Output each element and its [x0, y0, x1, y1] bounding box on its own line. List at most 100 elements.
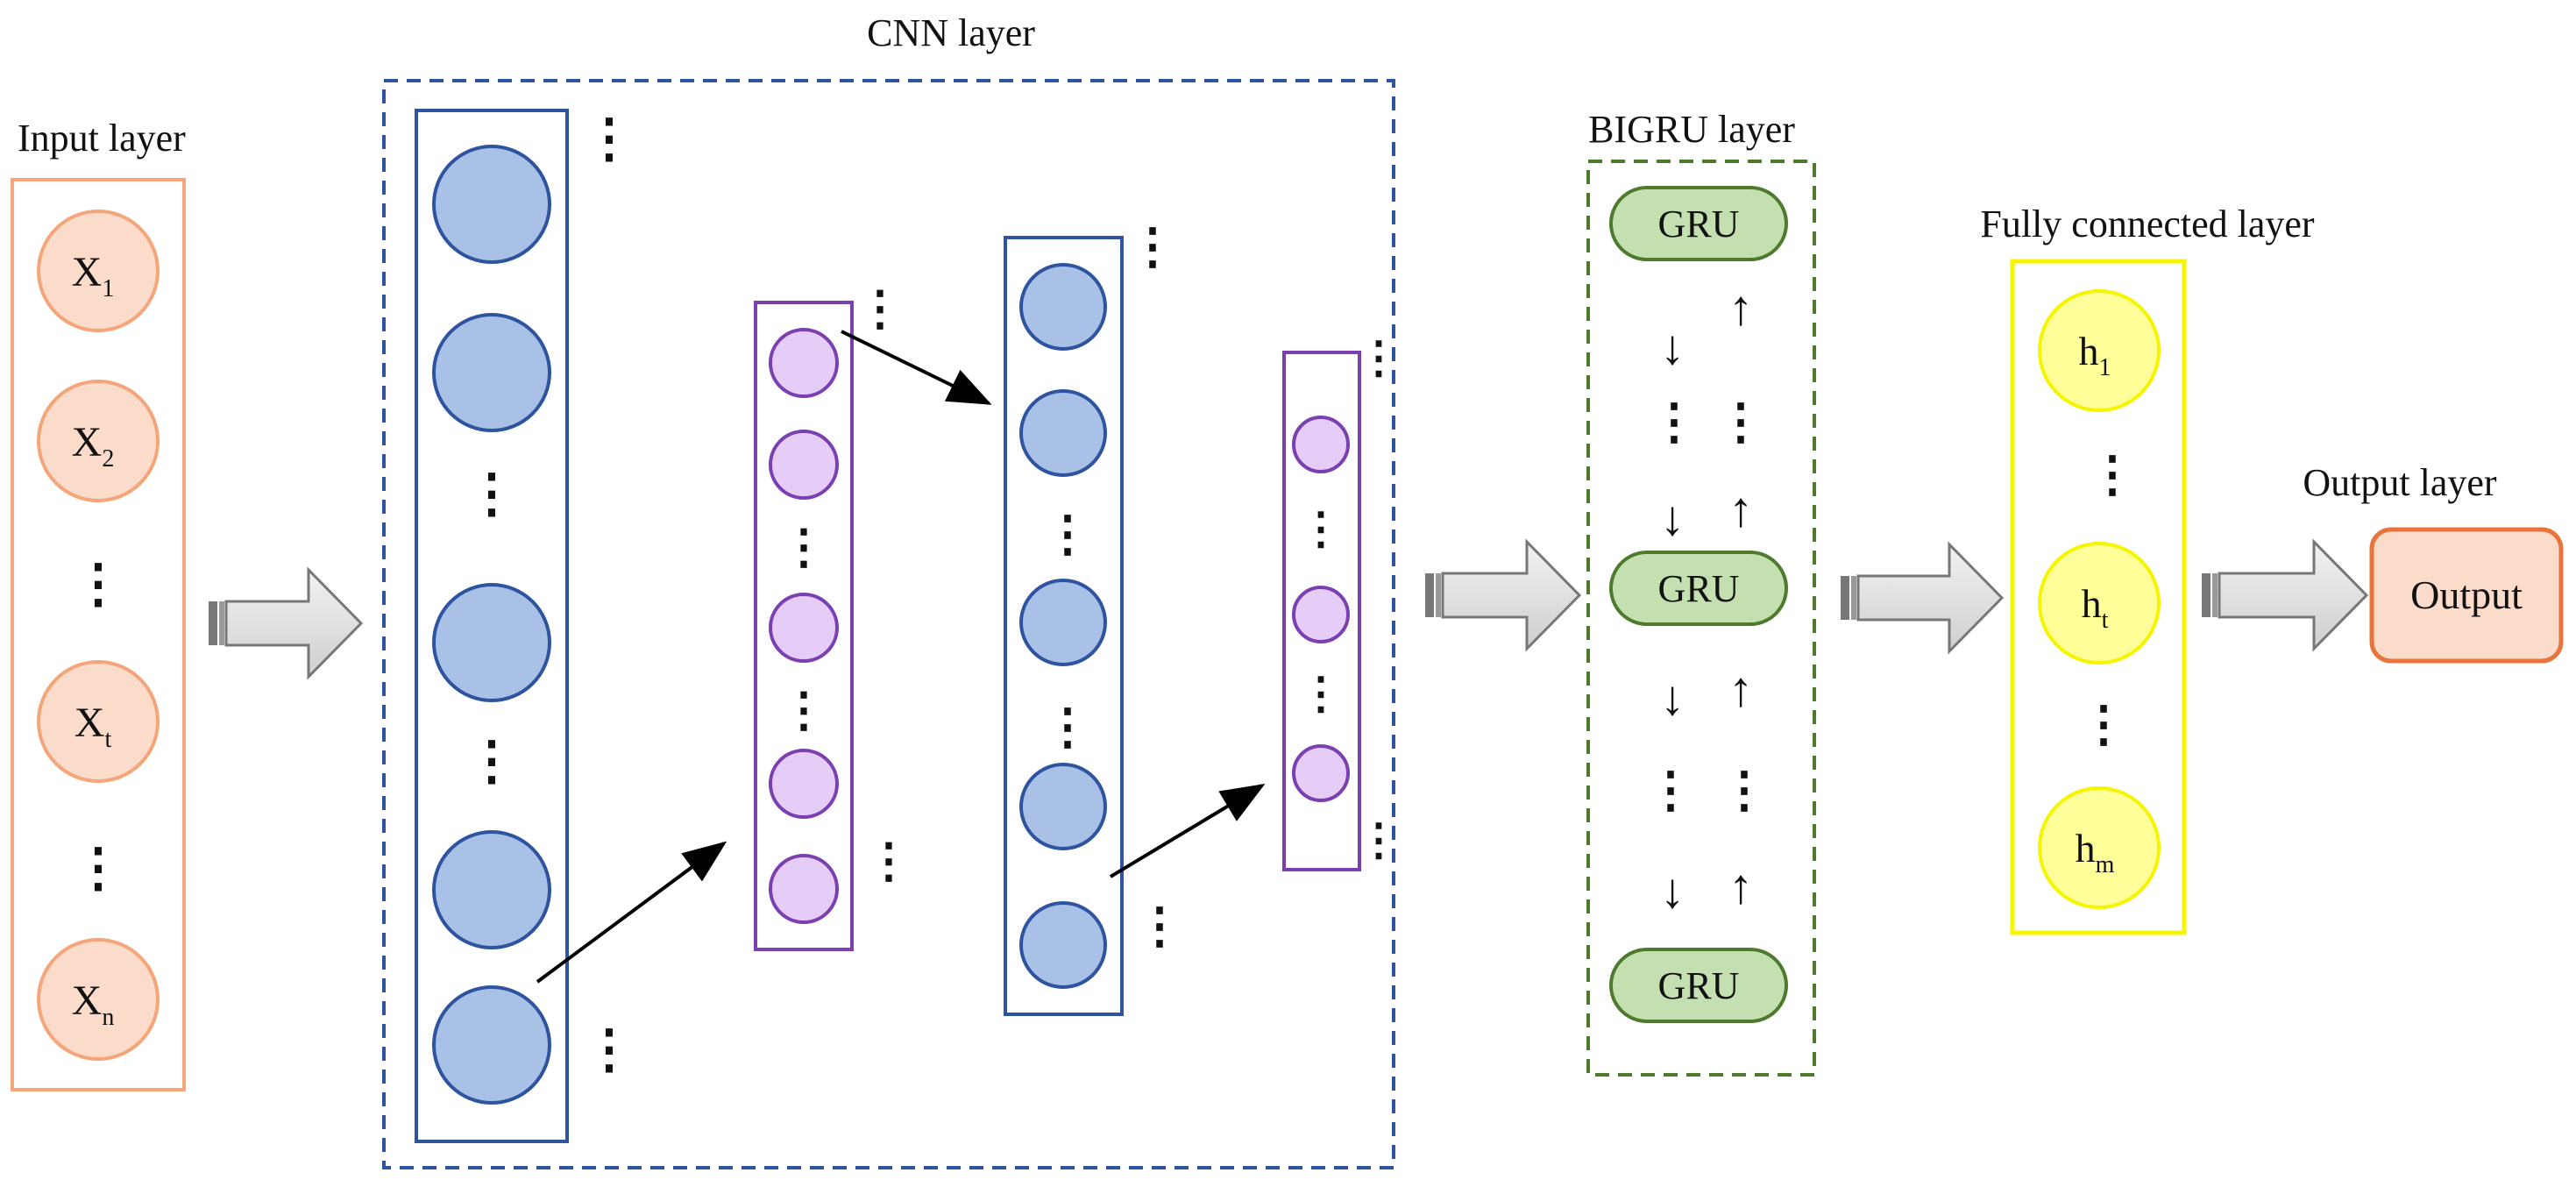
gru-forward-arrow: ↓ — [1660, 864, 1685, 919]
bigru-layer-label: BIGRU layer — [1588, 108, 1795, 151]
gru-backward-ellipsis: ⋮ — [1716, 395, 1765, 450]
cnn-conv1-neuron — [432, 145, 551, 264]
cnn-conv2-ellipsis: ⋮ — [1043, 700, 1092, 755]
output-node-label: Output — [2410, 572, 2523, 617]
cnn-layer-box — [382, 79, 1395, 1169]
cnn-pool2-neuron — [1292, 416, 1350, 473]
input-node-n: Xn — [37, 938, 160, 1061]
input-node-2: X2 — [37, 380, 160, 502]
svg-text:hm: hm — [2076, 826, 2115, 878]
cnn-pool2-depth-ellipsis: ⋮ — [1357, 333, 1401, 382]
fc-ellipsis-2: ⋮ — [2079, 698, 2128, 752]
gru-backward-ellipsis: ⋮ — [1720, 764, 1769, 818]
fc-node-m: hm — [2038, 786, 2161, 909]
cnn-conv2-neuron — [1019, 763, 1107, 850]
cnn-pool1-ellipsis: ⋮ — [780, 521, 827, 573]
svg-text:X2: X2 — [72, 419, 115, 473]
cnn-conv1-ellipsis: ⋮ — [465, 465, 518, 522]
gru-forward-ellipsis: ⋮ — [1650, 395, 1699, 450]
gru-cell-1: GRU — [1609, 186, 1788, 261]
cnn-pool1-column — [754, 301, 854, 951]
gru-cell-3: GRU — [1609, 948, 1788, 1023]
output-node: Output — [2369, 527, 2564, 664]
cnn-conv2-neuron — [1019, 389, 1107, 477]
fc-node-m-sub: m — [2096, 851, 2115, 878]
input-node-2-base: X — [72, 419, 103, 466]
gru-forward-arrow: ↓ — [1660, 672, 1685, 726]
gru-cell-2: GRU — [1609, 551, 1788, 626]
cnn-pool1-depth-ellipsis: ⋮ — [865, 835, 912, 887]
gru-backward-arrow: ↑ — [1728, 860, 1753, 914]
fc-node-1-base: h — [2079, 329, 2099, 373]
input-node-1-sub: 1 — [102, 275, 114, 302]
cnn-connector-arrow — [536, 841, 727, 984]
cnn-pool1-depth-ellipsis: ⋮ — [856, 282, 904, 335]
fc-node-m-base: h — [2076, 826, 2096, 871]
cnn-pool2-column — [1282, 351, 1361, 871]
gru-backward-arrow: ↑ — [1728, 281, 1753, 336]
cnn-pool2-depth-ellipsis: ⋮ — [1357, 815, 1401, 864]
cnn-conv2-depth-ellipsis: ⋮ — [1128, 220, 1177, 274]
input-node-1: X1 — [37, 210, 160, 332]
cnn-conv2-neuron — [1019, 901, 1107, 989]
flow-arrow-input-to-cnn — [209, 566, 364, 680]
cnn-pool1-neuron — [769, 749, 839, 819]
input-layer-label: Input layer — [18, 117, 186, 160]
cnn-pool1-neuron — [769, 430, 839, 500]
cnn-pool1-neuron — [769, 854, 839, 924]
cnn-conv1-column — [415, 109, 569, 1143]
cnn-pool2-ellipsis: ⋮ — [1299, 504, 1343, 553]
input-node-t-sub: t — [104, 726, 111, 753]
cnn-pool1-ellipsis: ⋮ — [780, 684, 827, 736]
cnn-pool2-neuron — [1292, 586, 1350, 643]
input-ellipsis-2: ⋮ — [72, 839, 124, 897]
input-node-t-base: X — [75, 700, 105, 746]
gru-cell-2-label: GRU — [1658, 567, 1740, 610]
cnn-connector-arrow — [1109, 783, 1266, 878]
cnn-pool1-neuron — [769, 328, 839, 398]
svg-text:ht: ht — [2082, 581, 2109, 634]
flow-arrow-fc-to-output — [2202, 538, 2369, 652]
fc-node-t: ht — [2038, 542, 2161, 665]
gru-forward-ellipsis: ⋮ — [1646, 764, 1695, 818]
cnn-pool1-neuron — [769, 593, 839, 663]
cnn-pool2-neuron — [1292, 744, 1350, 802]
cnn-conv1-depth-ellipsis: ⋮ — [583, 1020, 635, 1078]
svg-text:Xt: Xt — [75, 700, 112, 753]
fc-ellipsis-1: ⋮ — [2088, 448, 2137, 502]
fc-node-1: h1 — [2038, 289, 2161, 412]
cnn-conv1-neuron — [432, 583, 551, 702]
cnn-pool2-ellipsis: ⋮ — [1299, 669, 1343, 718]
gru-backward-arrow: ↑ — [1728, 483, 1753, 537]
fc-layer-box — [2010, 259, 2187, 935]
cnn-connector-arrow — [841, 330, 992, 405]
svg-text:X1: X1 — [72, 249, 115, 302]
fc-node-t-base: h — [2082, 581, 2102, 626]
gru-forward-arrow: ↓ — [1660, 492, 1685, 546]
input-node-n-base: X — [72, 977, 103, 1024]
svg-text:h1: h1 — [2079, 329, 2111, 381]
cnn-layer-label: CNN layer — [867, 11, 1035, 54]
fc-node-t-sub: t — [2102, 607, 2109, 634]
flow-arrow-cnn-to-bigru — [1425, 538, 1582, 652]
cnn-conv2-neuron — [1019, 263, 1107, 351]
cnn-conv2-neuron — [1019, 579, 1107, 666]
cnn-conv2-depth-ellipsis: ⋮ — [1135, 899, 1184, 954]
cnn-conv1-ellipsis: ⋮ — [465, 732, 518, 790]
cnn-conv1-neuron — [432, 830, 551, 949]
gru-cell-1-label: GRU — [1658, 203, 1740, 245]
cnn-conv2-ellipsis: ⋮ — [1043, 508, 1092, 562]
gru-backward-arrow: ↑ — [1728, 663, 1753, 717]
fc-node-1-sub: 1 — [2099, 354, 2111, 381]
gru-forward-arrow: ↓ — [1660, 321, 1685, 375]
input-ellipsis-1: ⋮ — [72, 555, 124, 613]
cnn-conv1-depth-ellipsis: ⋮ — [583, 110, 635, 167]
input-node-1-base: X — [72, 249, 103, 295]
flow-arrow-bigru-to-fc — [1841, 541, 2005, 655]
cnn-conv1-neuron — [432, 313, 551, 432]
svg-text:Xn: Xn — [72, 977, 115, 1031]
fully-connected-layer-label: Fully connected layer — [1980, 203, 2315, 245]
gru-cell-3-label: GRU — [1658, 964, 1740, 1007]
input-node-2-sub: 2 — [102, 445, 114, 473]
